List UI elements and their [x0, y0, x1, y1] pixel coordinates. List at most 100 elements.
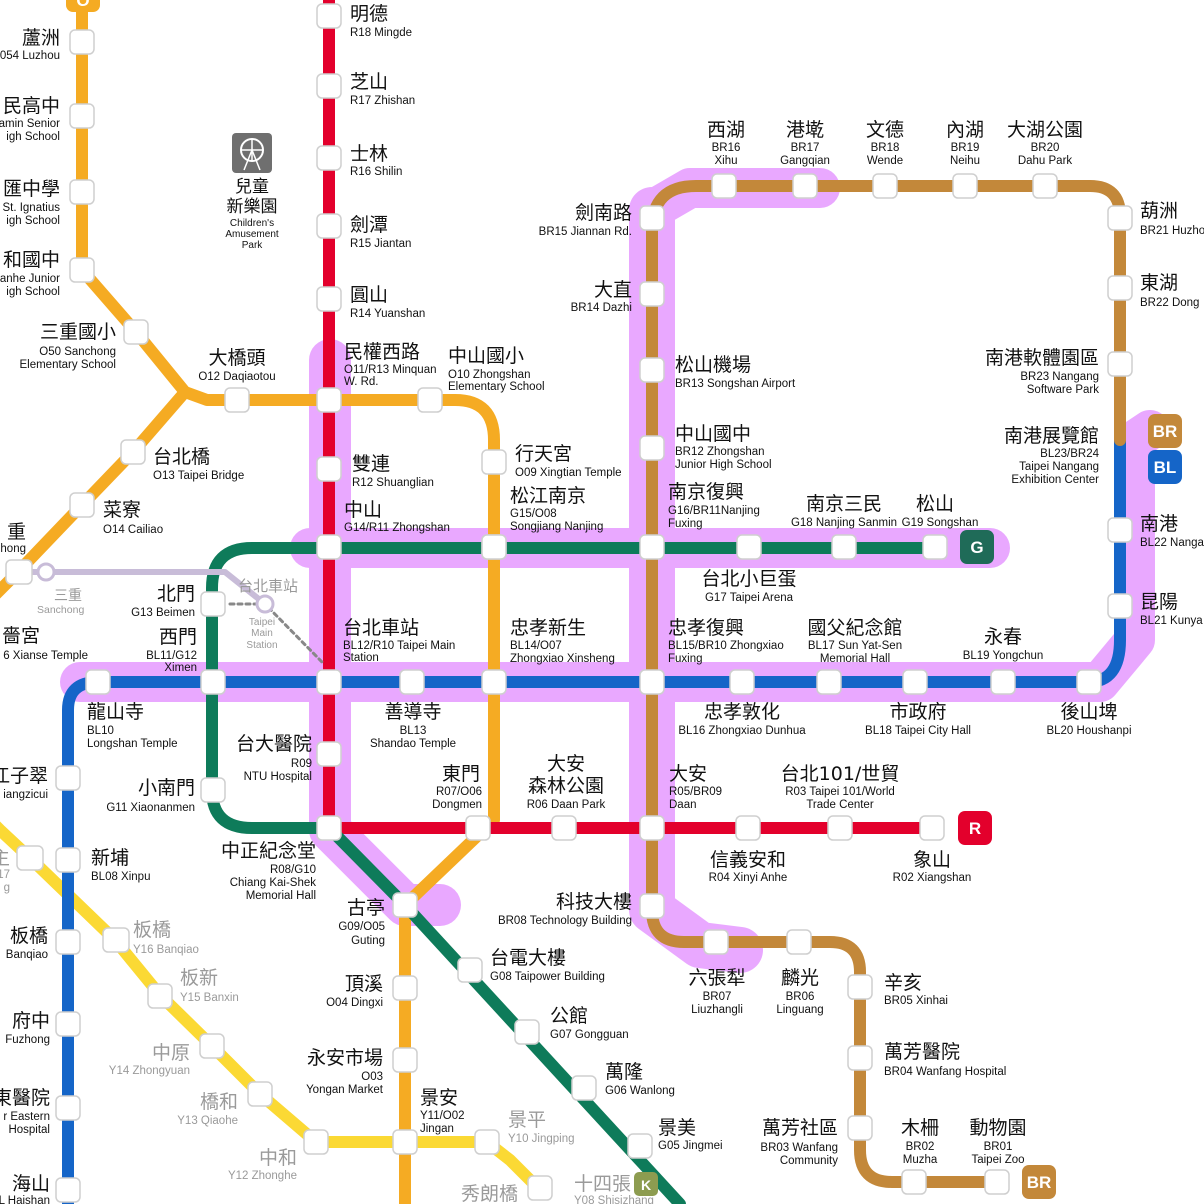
station-marker: [224, 387, 250, 413]
svg-text:忠孝復興: 忠孝復興: [668, 617, 744, 639]
svg-text:三重: 三重: [54, 588, 82, 604]
station-marker: [199, 1033, 225, 1059]
svg-text:R17 Zhishan: R17 Zhishan: [350, 95, 415, 107]
svg-text:板橋: 板橋: [133, 919, 171, 941]
svg-text:R14 Yuanshan: R14 Yuanshan: [350, 308, 425, 320]
svg-text:景美: 景美: [658, 1117, 696, 1139]
station-marker: [55, 1177, 81, 1203]
br-line-badge-top: BR: [1148, 414, 1182, 448]
svg-text:BR18: BR18: [871, 142, 900, 154]
svg-text:G09/O05: G09/O05: [338, 921, 385, 933]
station-label-wanlong: 萬隆 G06 Wanlong: [605, 1061, 675, 1097]
svg-text:G07 Gongguan: G07 Gongguan: [550, 1029, 629, 1041]
svg-text:BL16 Zhongxiao Dunhua: BL16 Zhongxiao Dunhua: [678, 725, 806, 737]
svg-text:G08 Taipower Building: G08 Taipower Building: [490, 971, 605, 983]
station-label-zhishan: 芝山 R17 Zhishan: [350, 71, 415, 107]
svg-text:台電大樓: 台電大樓: [490, 947, 566, 969]
station-marker: [69, 103, 95, 129]
svg-text:BR17: BR17: [791, 142, 820, 154]
svg-text:O11/R13 Minquan: O11/R13 Minquan: [344, 364, 436, 376]
ferris-wheel-icon: [232, 133, 272, 173]
svg-text:松江南京: 松江南京: [510, 485, 586, 507]
svg-text:BR08 Technology Building: BR08 Technology Building: [498, 915, 632, 927]
svg-text:圓山: 圓山: [350, 284, 388, 306]
svg-text:BL13: BL13: [400, 725, 427, 737]
svg-text:萬芳社區: 萬芳社區: [762, 1117, 838, 1139]
svg-text:G14/R11 Zhongshan: G14/R11 Zhongshan: [344, 522, 450, 534]
station-marker: [200, 669, 226, 695]
station-marker: [901, 1169, 927, 1195]
svg-text:頂溪: 頂溪: [345, 973, 383, 995]
svg-text:辛亥: 辛亥: [884, 972, 922, 994]
svg-text:O04 Dingxi: O04 Dingxi: [326, 997, 383, 1009]
svg-text:善導寺: 善導寺: [384, 701, 441, 723]
svg-text:台北小巨蛋: 台北小巨蛋: [701, 568, 796, 590]
svg-text:橋和: 橋和: [200, 1091, 238, 1113]
svg-text:G06 Wanlong: G06 Wanlong: [605, 1085, 675, 1097]
svg-text:江子翠: 江子翠: [0, 765, 48, 787]
svg-text:台北橋: 台北橋: [153, 446, 210, 468]
line-badges: BR BL G R BR K O: [66, 0, 1182, 1199]
svg-text:芝山: 芝山: [350, 71, 388, 93]
svg-text:萬隆: 萬隆: [605, 1061, 643, 1083]
svg-text:BL15/BR10 Zhongxiao: BL15/BR10 Zhongxiao: [668, 640, 784, 652]
svg-text:葫洲: 葫洲: [1140, 200, 1178, 222]
station-marker: [200, 591, 226, 617]
station-marker: [1107, 275, 1133, 301]
station-marker: [1107, 517, 1133, 543]
svg-text:Neihu: Neihu: [950, 155, 980, 167]
svg-text:松山機場: 松山機場: [675, 354, 751, 376]
svg-text:BR23 Nangang: BR23 Nangang: [1020, 371, 1099, 383]
svg-text:Junior High School: Junior High School: [675, 459, 772, 471]
svg-text:Y12 Zhonghe: Y12 Zhonghe: [228, 1170, 297, 1182]
svg-text:永安市場: 永安市場: [307, 1047, 383, 1069]
svg-text:小南門: 小南門: [138, 777, 195, 799]
station-marker: [55, 1011, 81, 1037]
station-marker: [627, 1133, 653, 1159]
station-marker: [392, 1129, 418, 1155]
svg-text:NTU Hospital: NTU Hospital: [244, 771, 312, 783]
svg-text:BL20 Houshanpi: BL20 Houshanpi: [1046, 725, 1131, 737]
station-marker: [990, 669, 1016, 695]
svg-text:Guting: Guting: [351, 935, 385, 947]
svg-text:西門: 西門: [159, 626, 197, 648]
svg-text:O: O: [76, 0, 89, 10]
station-marker: [639, 357, 665, 383]
svg-text:匯中學: 匯中學: [3, 178, 60, 200]
station-marker: [392, 1047, 418, 1073]
station-marker: [639, 669, 665, 695]
svg-text:R12 Shuanglian: R12 Shuanglian: [352, 477, 434, 489]
svg-text:W. Rd.: W. Rd.: [344, 376, 379, 388]
station-marker: [247, 1081, 273, 1107]
svg-text:昆陽: 昆陽: [1140, 591, 1178, 613]
svg-text:BL23/BR24: BL23/BR24: [1040, 448, 1099, 460]
svg-text:R05/BR09: R05/BR09: [669, 786, 722, 798]
